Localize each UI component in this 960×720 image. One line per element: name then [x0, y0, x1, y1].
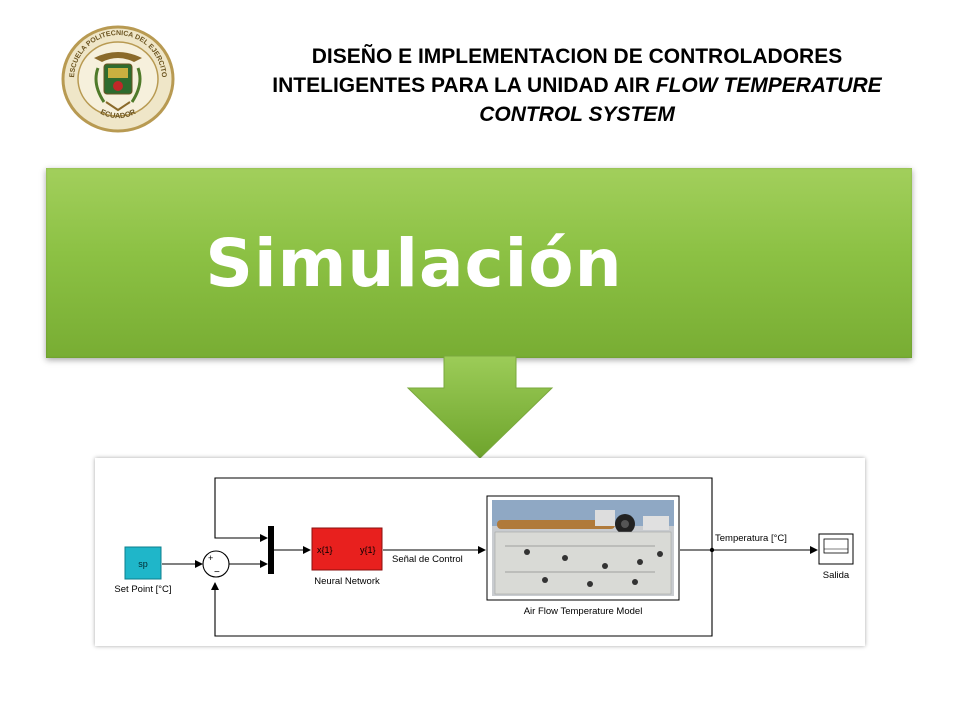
branch-point — [710, 548, 714, 552]
control-signal-label: Señal de Control — [392, 554, 463, 565]
university-seal-logo: ESCUELA POLITECNICA DEL EJERCITO ECUADOR — [60, 24, 176, 134]
banner-label: Simulación — [46, 168, 912, 358]
scope-block — [819, 534, 853, 564]
title-line-1: DISEÑO E IMPLEMENTACION DE CONTROLADORES — [232, 42, 922, 71]
plant-block — [487, 496, 679, 600]
sum-minus-sign: − — [214, 567, 220, 578]
title-line-2-italic: FLOW TEMPERATURE — [656, 74, 882, 97]
plant-caption: Air Flow Temperature Model — [524, 606, 643, 617]
section-banner: Simulación — [46, 168, 912, 358]
sp-caption: Set Point [°C] — [114, 584, 171, 595]
title-line-3-italic: CONTROL SYSTEM — [479, 103, 675, 126]
sum-plus-sign: + — [208, 553, 213, 563]
title-line-2-regular: INTELIGENTES PARA LA UNIDAD AIR — [272, 74, 655, 97]
slide-title: DISEÑO E IMPLEMENTACION DE CONTROLADORES… — [232, 42, 922, 129]
nn-input-port: x{1} — [317, 545, 333, 555]
sp-block-label: sp — [138, 559, 148, 569]
mux-block — [268, 526, 274, 574]
scope-caption: Salida — [823, 570, 850, 581]
down-arrow-icon — [400, 354, 560, 462]
nn-caption: Neural Network — [314, 576, 380, 587]
title-line-3: CONTROL SYSTEM — [232, 100, 922, 129]
title-line-2: INTELIGENTES PARA LA UNIDAD AIR FLOW TEM… — [232, 71, 922, 100]
simulink-diagram: sp Set Point [°C] + − x{1} y{1} Neural N… — [95, 458, 865, 646]
output-signal-label: Temperatura [°C] — [715, 533, 787, 544]
nn-output-port: y{1} — [360, 545, 376, 555]
